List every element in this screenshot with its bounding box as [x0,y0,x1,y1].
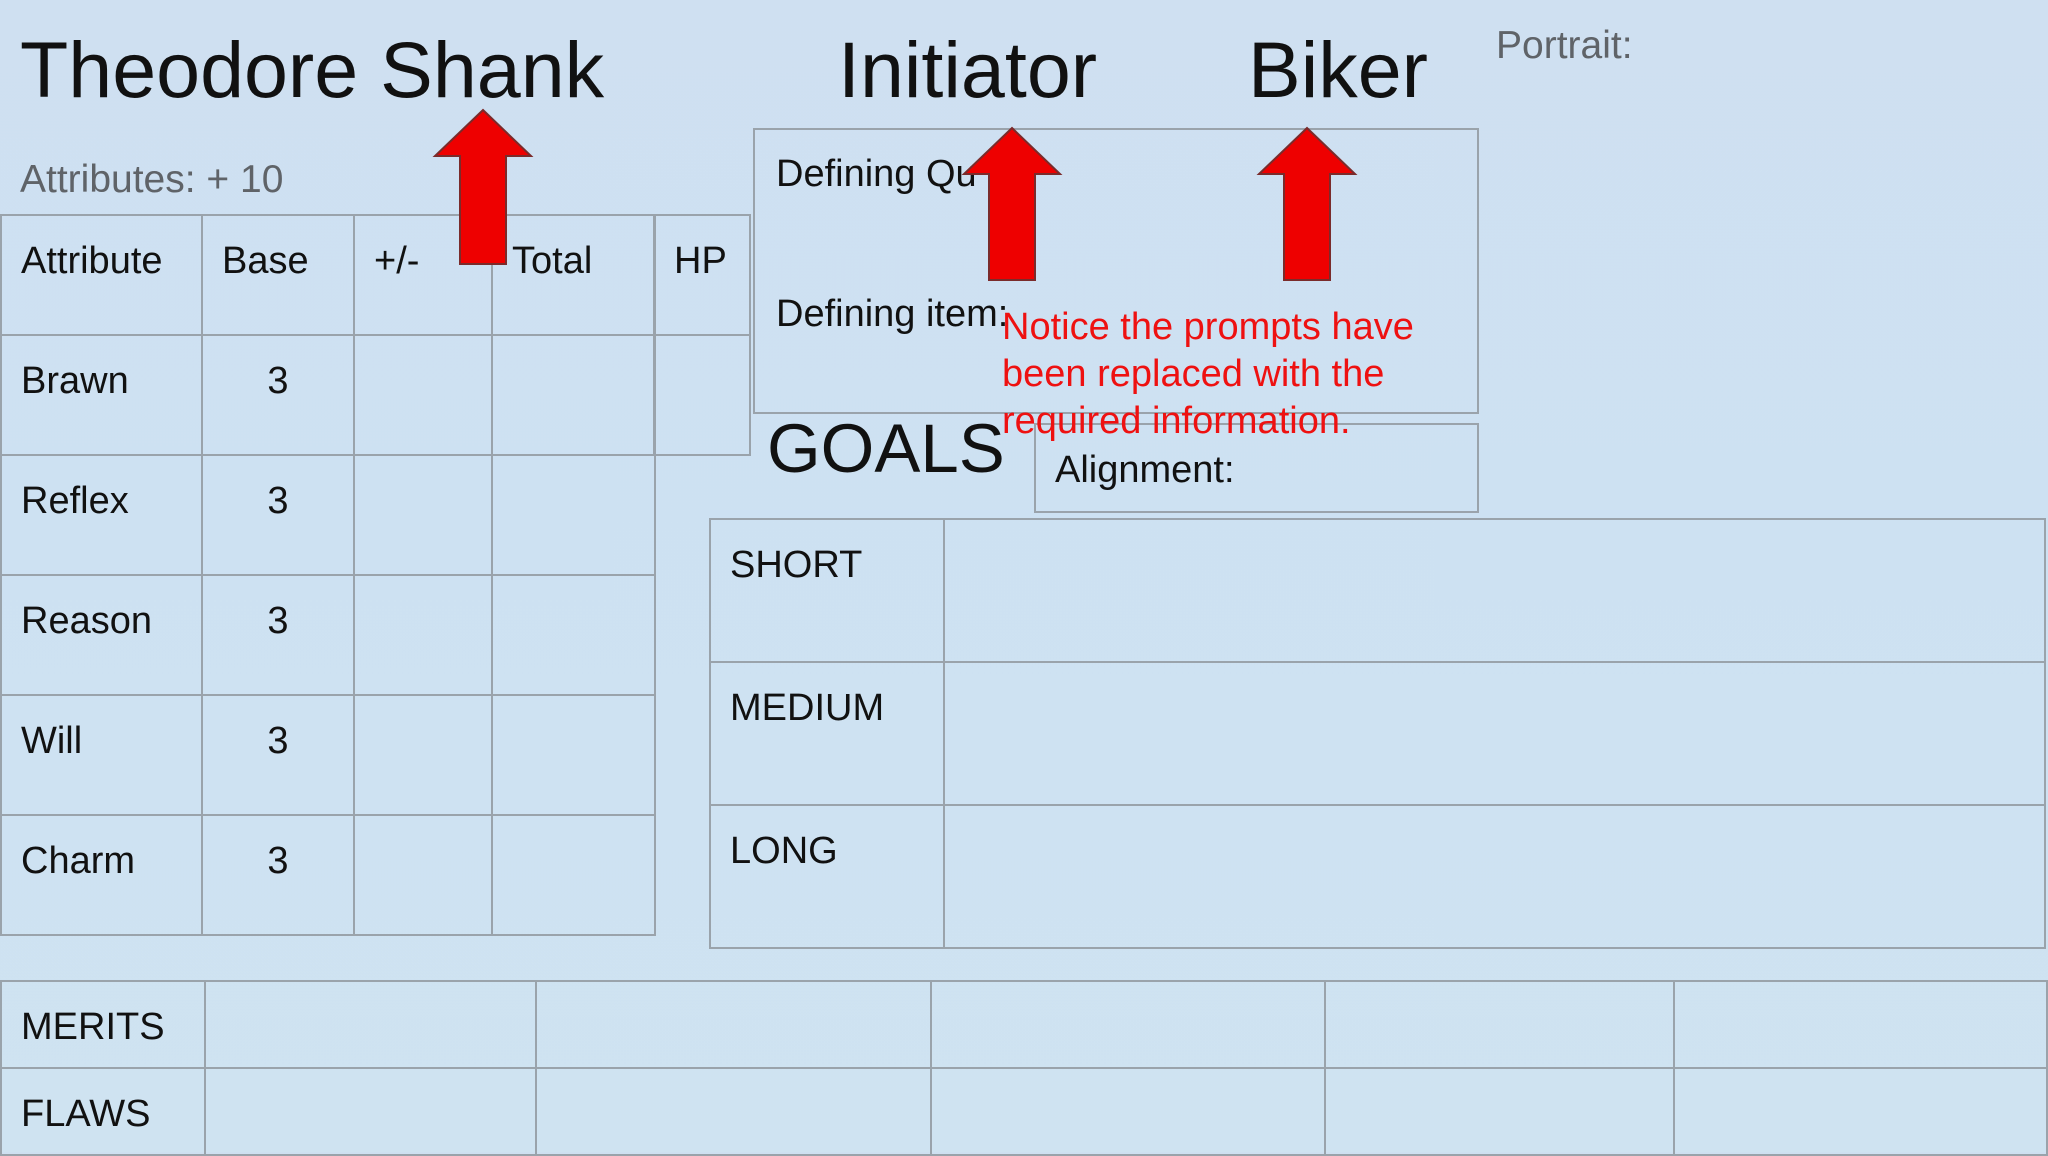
goals-table: SHORT MEDIUM LONG [709,518,2046,949]
annotation-note: Notice the prompts have been replaced wi… [1002,304,1414,445]
merit-slot[interactable] [204,980,537,1069]
attribute-table: Attribute Base +/- Total Brawn 3 Reflex … [0,214,656,936]
attribute-row: Reason 3 [0,574,656,696]
character-background: Biker [1248,25,1428,114]
merits-flaws-table: MERITS FLAWS [0,980,2048,1156]
attribute-modifier[interactable] [353,694,493,816]
flaws-row: FLAWS [0,1067,2048,1156]
attribute-header-row: Attribute Base +/- Total [0,214,656,336]
hp-label: HP [674,240,727,282]
attribute-row: Charm 3 [0,814,656,936]
goal-input[interactable] [943,661,2046,806]
attribute-row: Will 3 [0,694,656,816]
defining-quality-label: Defining Qu [776,153,977,195]
character-role: Initiator [838,25,1098,114]
attribute-name: Charm [0,814,203,936]
arrow-up-icon [961,126,1063,281]
base-column-header: Base [201,214,355,336]
attribute-name: Will [0,694,203,816]
flaw-slot[interactable] [930,1067,1326,1156]
goal-row-long: LONG [709,804,2046,949]
flaw-slot[interactable] [204,1067,537,1156]
attribute-total[interactable] [491,454,656,576]
merits-label: MERITS [0,980,206,1069]
goal-row-short: SHORT [709,518,2046,663]
attribute-column-header: Attribute [0,214,203,336]
merit-slot[interactable] [930,980,1326,1069]
defining-box: Defining Qu Defining item: [753,128,1479,414]
attribute-row: Reflex 3 [0,454,656,576]
merit-slot[interactable] [535,980,932,1069]
annotation-line: Notice the prompts have [1002,306,1414,348]
character-name: Theodore Shank [20,25,605,114]
flaw-slot[interactable] [535,1067,932,1156]
goal-input[interactable] [943,518,2046,663]
attribute-base[interactable]: 3 [201,334,355,456]
annotation-line: required information. [1002,400,1351,442]
attribute-total[interactable] [491,694,656,816]
attribute-base[interactable]: 3 [201,694,355,816]
attributes-summary: Attributes: + 10 [20,158,284,201]
portrait-label: Portrait: [1496,24,1633,67]
goal-input[interactable] [943,804,2046,949]
attribute-total[interactable] [491,334,656,456]
attribute-base[interactable]: 3 [201,574,355,696]
goal-label: SHORT [709,518,945,663]
goal-label: MEDIUM [709,661,945,806]
attribute-name: Brawn [0,334,203,456]
merit-slot[interactable] [1673,980,2048,1069]
goal-row-medium: MEDIUM [709,661,2046,806]
arrow-up-icon [432,108,534,265]
annotation-line: been replaced with the [1002,353,1385,395]
attribute-name: Reason [0,574,203,696]
total-column-header: Total [491,214,656,336]
attribute-total[interactable] [491,574,656,696]
attribute-modifier[interactable] [353,454,493,576]
goals-heading: GOALS [767,410,1005,487]
attribute-base[interactable]: 3 [201,814,355,936]
merit-slot[interactable] [1324,980,1675,1069]
attribute-base[interactable]: 3 [201,454,355,576]
attribute-row: Brawn 3 [0,334,656,456]
arrow-up-icon [1256,126,1358,281]
alignment-box[interactable]: Alignment: [1034,423,1479,513]
hp-header-cell: HP [653,214,751,336]
defining-item-label: Defining item: [776,293,1009,335]
alignment-label: Alignment: [1055,449,1235,491]
hp-value-cell[interactable] [653,334,751,456]
flaws-label: FLAWS [0,1067,206,1156]
attribute-name: Reflex [0,454,203,576]
attribute-modifier[interactable] [353,814,493,936]
merits-row: MERITS [0,980,2048,1069]
attribute-modifier[interactable] [353,574,493,696]
flaw-slot[interactable] [1324,1067,1675,1156]
flaw-slot[interactable] [1673,1067,2048,1156]
attribute-total[interactable] [491,814,656,936]
goal-label: LONG [709,804,945,949]
attribute-modifier[interactable] [353,334,493,456]
